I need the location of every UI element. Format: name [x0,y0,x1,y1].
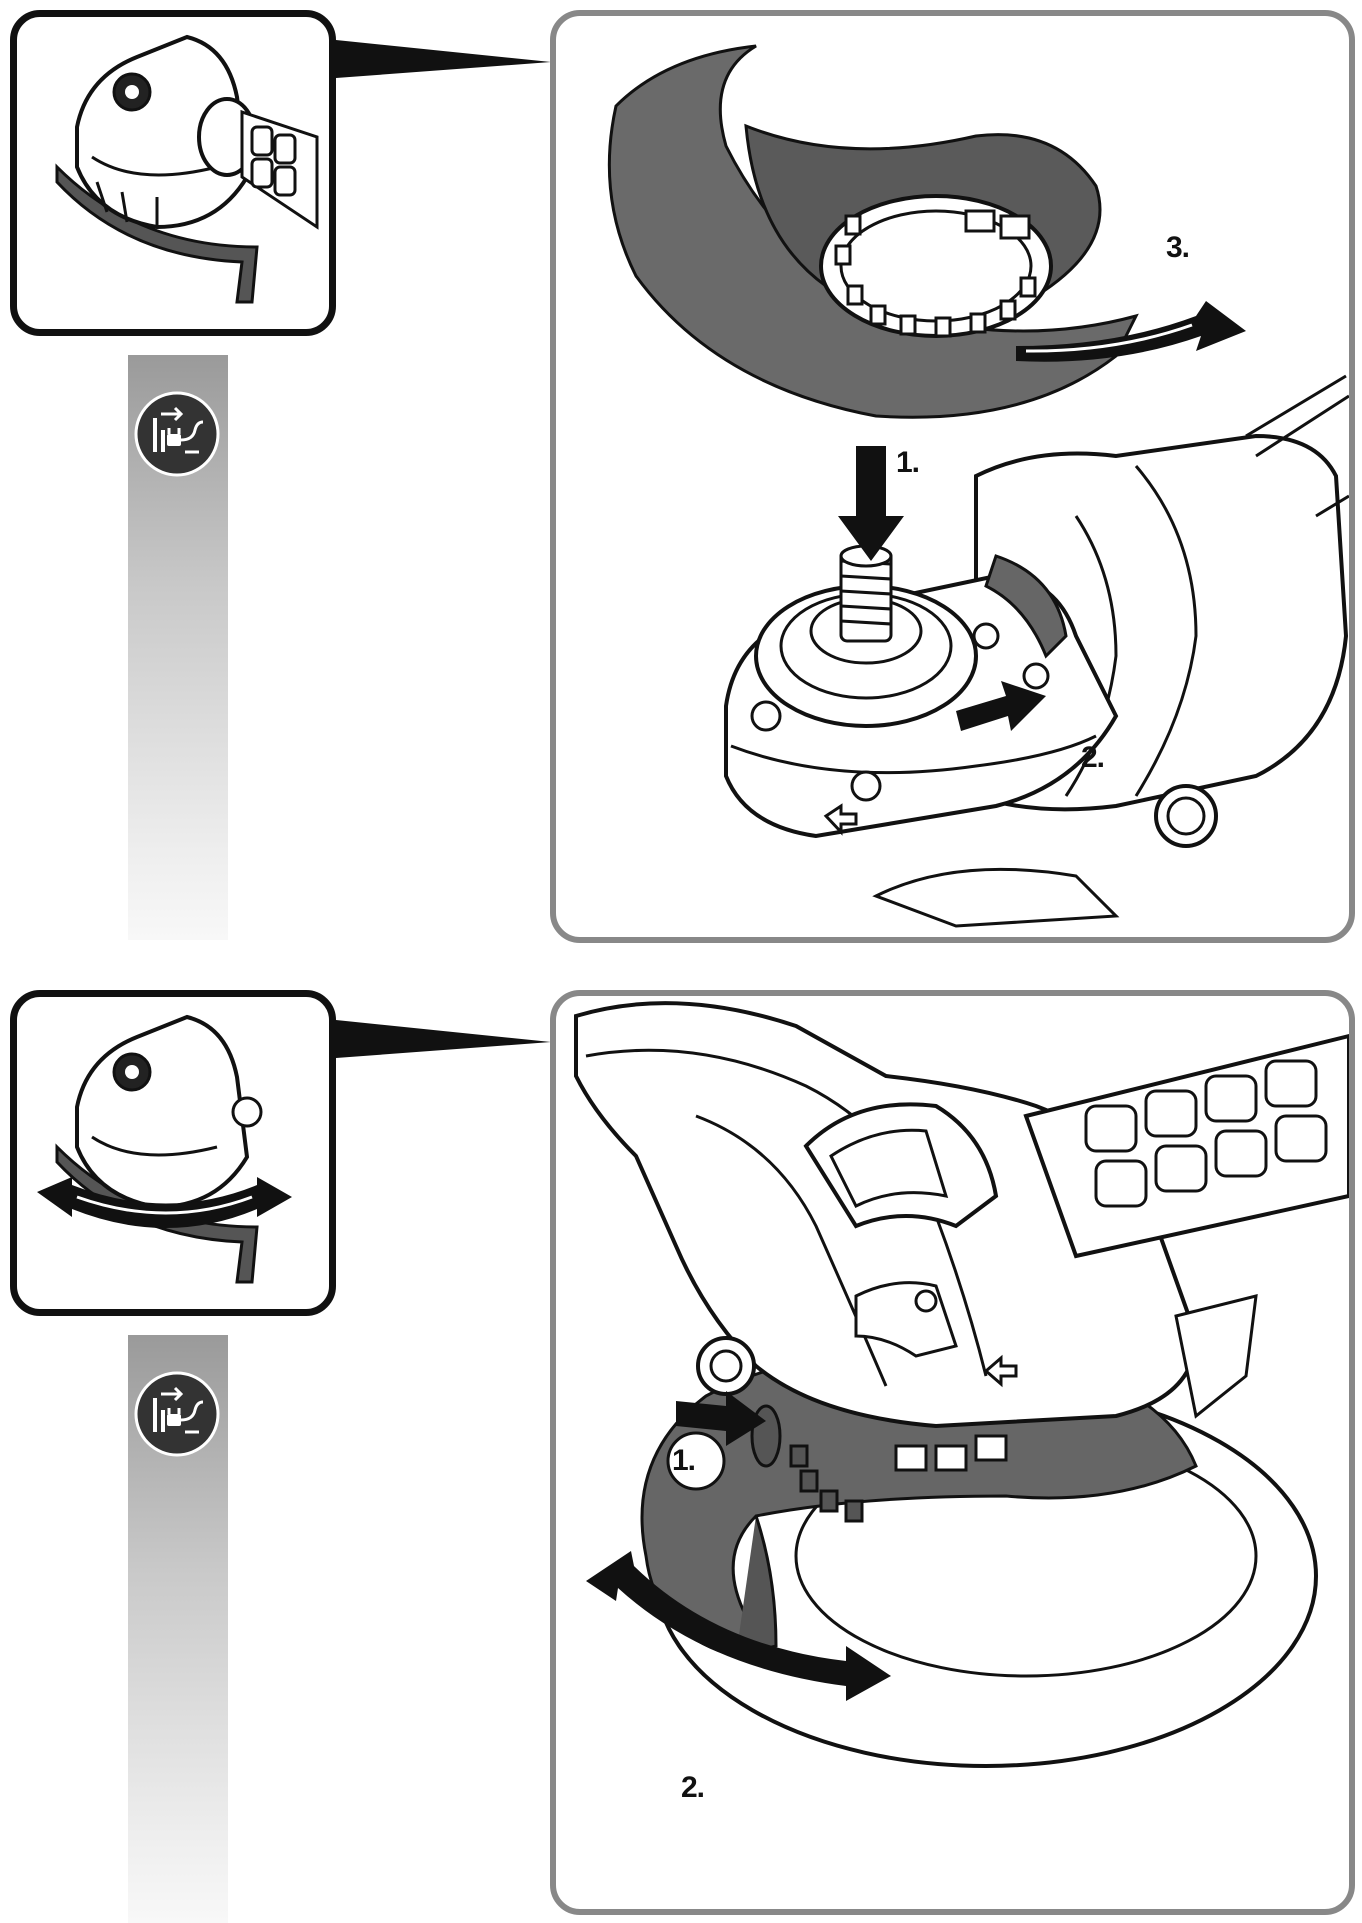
top-step-2-label: 2. [1081,741,1105,774]
grinder-thumbnail-illustration [55,34,319,304]
unplug-before-work-icon [134,391,220,477]
bottom-step-1-label: 1. [672,1444,696,1477]
bottom-step-2-label: 2. [681,1771,705,1804]
guard-adjustment-illustration [574,1001,1349,1768]
top-step-3-label: 3. [1166,231,1190,264]
guard-installation-illustration [607,44,1349,928]
thumbnail-bottom-grinder [10,990,336,1316]
thumbnail-top-grinder [10,10,336,336]
zoom-pointer-bottom [336,1020,551,1058]
top-step-1-label: 1. [896,446,920,479]
zoom-pointer-top [336,40,551,78]
panel-top-guard-installation: 1. 2. 3. [550,10,1355,943]
panel-bottom-guard-adjustment: 1. 2. [550,990,1355,1915]
grinder-thumbnail-adjust-illustration [37,1014,292,1284]
unplug-before-work-icon [134,1371,220,1457]
